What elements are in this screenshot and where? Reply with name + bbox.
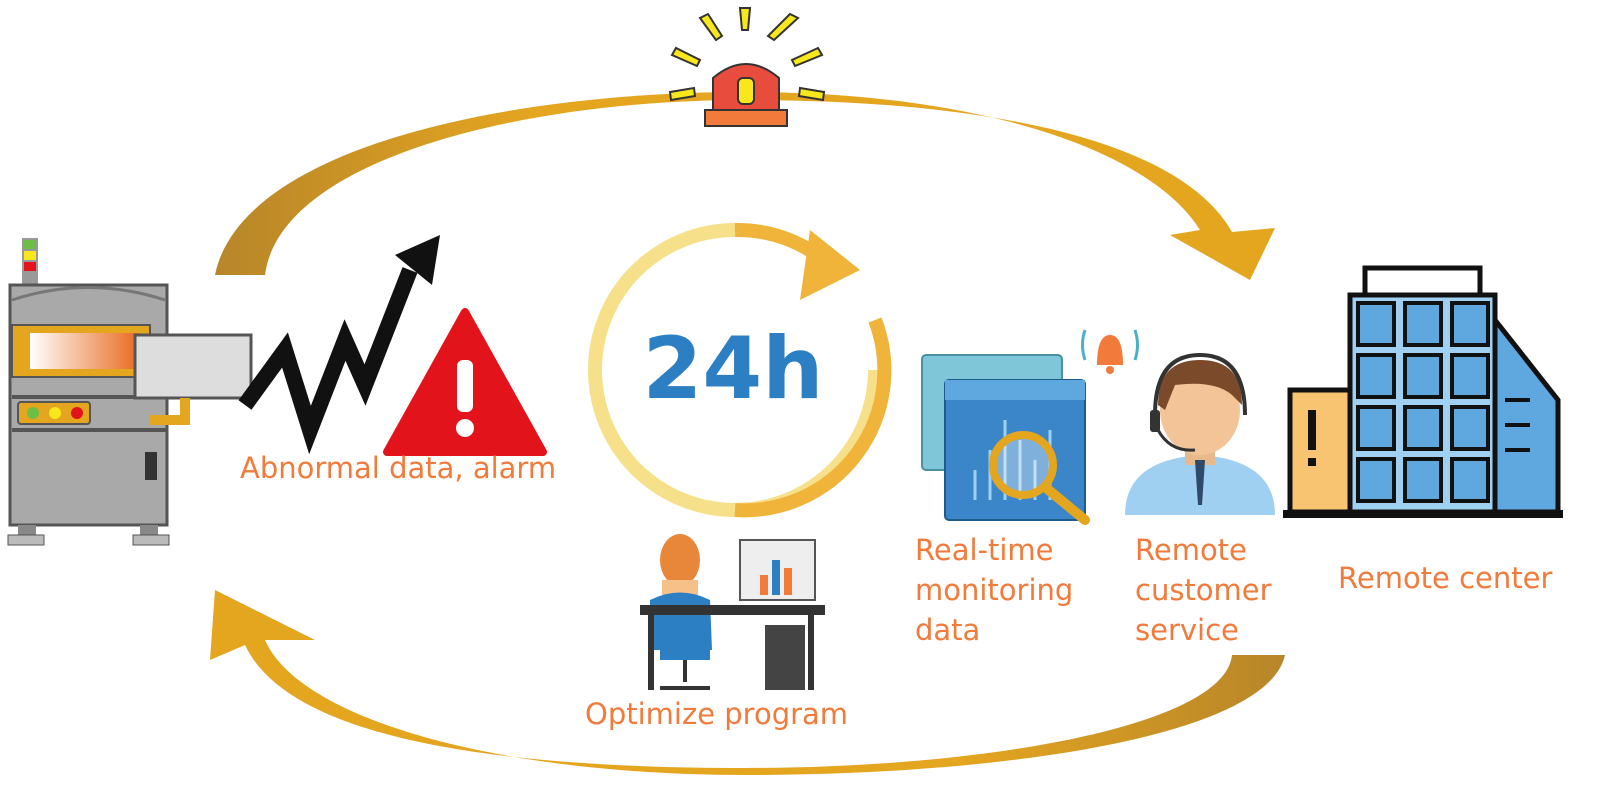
label-optimize-program: Optimize program (585, 697, 848, 731)
svg-text:customer: customer (1135, 573, 1272, 607)
svg-text:service: service (1135, 613, 1239, 647)
badge-24h: 24h (643, 319, 824, 419)
machine-icon (7, 238, 253, 546)
label-real-time-monitoring-data: Real-time monitoring data (915, 533, 1073, 647)
person-at-computer-icon (640, 534, 825, 690)
bottom-flow-arrow (210, 590, 1285, 775)
trend-up-arrow-icon (238, 235, 440, 455)
label-remote-center: Remote center (1338, 561, 1552, 595)
siren-icon (668, 7, 826, 127)
svg-text:data: data (915, 613, 980, 647)
label-remote-customer-service: Remote customer service (1135, 533, 1272, 647)
bell-icon (1081, 329, 1139, 374)
office-building-icon (1283, 265, 1563, 518)
monitoring-window-icon (921, 354, 1090, 525)
clock-24h-icon: 24h (588, 222, 892, 518)
svg-text:Real-time: Real-time (915, 533, 1054, 567)
svg-text:Remote: Remote (1135, 533, 1247, 567)
warning-icon (383, 308, 547, 456)
label-abnormal-data-alarm: Abnormal data, alarm (240, 451, 556, 485)
svg-text:monitoring: monitoring (915, 573, 1073, 607)
customer-service-agent-icon (1125, 352, 1275, 515)
